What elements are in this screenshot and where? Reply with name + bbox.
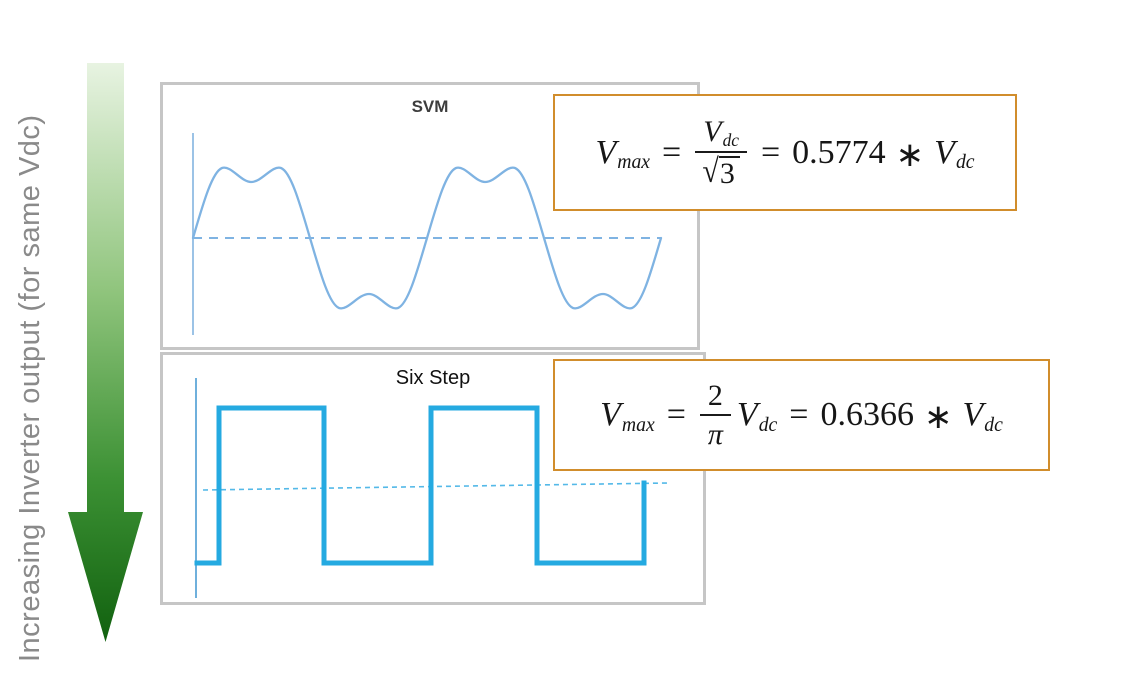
multiplication-sign: ∗	[923, 399, 953, 436]
six-step-square-waveform	[194, 405, 647, 566]
six-step-waveform-plot	[194, 378, 669, 598]
svm-waveform	[191, 166, 663, 310]
six-step-fraction: 2 π	[699, 379, 731, 451]
six-step-panel-title: Six Step	[395, 367, 471, 389]
equals-sign: =	[760, 133, 781, 171]
svm-fraction: Vdc √3	[695, 116, 747, 189]
radicand: 3	[718, 155, 740, 190]
svm-coefficient: 0.5774	[792, 133, 886, 171]
vmax-sub: max	[621, 413, 655, 436]
vdc-sub: dc	[722, 129, 739, 150]
vmax-var: V	[595, 133, 617, 171]
multiplication-sign: ∗	[895, 136, 925, 174]
vdc-var: V	[736, 396, 758, 433]
six-step-fraction-numerator: 2	[699, 379, 731, 416]
vmax-var: V	[600, 396, 621, 433]
six-step-fraction-denominator: π	[707, 418, 723, 451]
vdc-sub: dc	[955, 151, 975, 174]
vdc-var: V	[934, 133, 955, 171]
svm-waveform-plot	[191, 133, 663, 335]
vdc-sub: dc	[758, 413, 778, 436]
vmax-sub: max	[617, 151, 651, 174]
equals-sign: =	[789, 396, 809, 433]
six-step-panel: Six Step	[160, 352, 706, 605]
down-arrow-shape	[68, 63, 143, 642]
six-step-avg-dashed-line	[202, 482, 669, 491]
radical-sign: √	[702, 152, 719, 190]
vdc-var: V	[703, 115, 722, 148]
six-step-coefficient: 0.6366	[820, 396, 914, 433]
svm-panel-title: SVM	[411, 97, 449, 116]
increasing-output-rotated-label: Increasing Inverter output (for same Vdc…	[14, 114, 46, 662]
vdc-sub: dc	[984, 413, 1003, 436]
svm-fraction-numerator: Vdc	[695, 116, 747, 153]
vdc-var: V	[962, 396, 984, 433]
equals-sign: =	[666, 396, 686, 433]
equals-sign: =	[662, 133, 682, 171]
svm-fraction-denominator: √3	[702, 152, 740, 190]
increasing-output-arrow	[68, 63, 143, 642]
